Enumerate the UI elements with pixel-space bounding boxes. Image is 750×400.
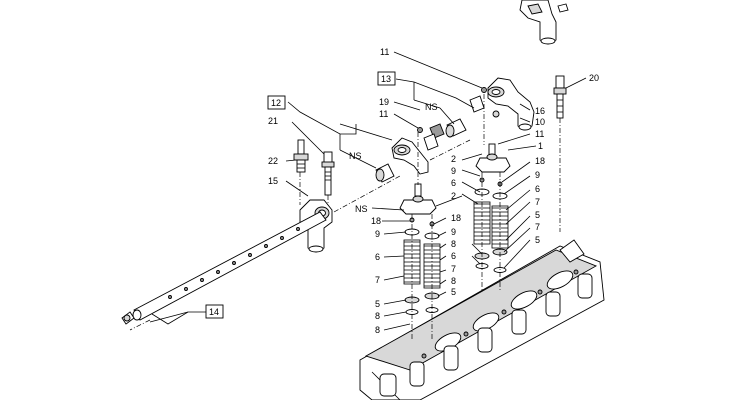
push-rod-20 bbox=[553, 75, 567, 119]
callout-20: 20 bbox=[589, 73, 599, 83]
callout-8-a: 8 bbox=[451, 239, 456, 249]
callout-16: 16 bbox=[535, 106, 545, 116]
callout-11-right: 11 bbox=[535, 129, 544, 139]
callout-6-right: 6 bbox=[535, 184, 540, 194]
callout-9-right: 9 bbox=[535, 170, 540, 180]
callout-7-right: 7 bbox=[535, 197, 540, 207]
callout-13: 13 bbox=[381, 74, 391, 84]
callout-box-14 bbox=[205, 304, 224, 319]
callout-ns-mid: NS bbox=[355, 204, 368, 214]
callout-6-mid: 6 bbox=[451, 251, 456, 261]
center-lines bbox=[129, 94, 561, 340]
rocker-arm-partial-top bbox=[519, 0, 569, 45]
callout-11-top: 11 bbox=[380, 47, 389, 57]
rocker-shaft bbox=[121, 211, 327, 325]
adjusting-screw-22 bbox=[293, 139, 309, 173]
callout-8-left: 8 bbox=[375, 311, 380, 321]
adjusting-screw-21 bbox=[321, 151, 335, 196]
callout-18-right: 18 bbox=[535, 156, 545, 166]
callout-2-a: 2 bbox=[451, 154, 456, 164]
callout-19: 19 bbox=[379, 97, 389, 107]
callout-2-b: 2 bbox=[451, 191, 456, 201]
callout-6-left: 6 bbox=[375, 252, 380, 262]
callout-9-mid: 9 bbox=[451, 227, 456, 237]
callout-8-left-2: 8 bbox=[375, 325, 380, 335]
callout-21: 21 bbox=[268, 116, 278, 126]
callout-box-13 bbox=[377, 71, 396, 86]
leader-lines bbox=[149, 51, 587, 331]
callout-9-left: 9 bbox=[375, 229, 380, 239]
callout-18-left: 18 bbox=[371, 216, 381, 226]
callout-11-mid: 11 bbox=[379, 109, 388, 119]
callout-ns-left: NS bbox=[349, 151, 362, 161]
valve-bridge-left bbox=[399, 183, 437, 215]
valve-springs-left bbox=[403, 217, 441, 315]
callout-6-a: 6 bbox=[451, 178, 456, 188]
callout-22: 22 bbox=[268, 156, 278, 166]
callout-7-mid: 7 bbox=[451, 264, 456, 274]
callout-5-left: 5 bbox=[375, 299, 380, 309]
callout-10: 10 bbox=[535, 117, 545, 127]
callout-5-mid: 5 bbox=[451, 287, 456, 297]
rocker-arm-right bbox=[469, 77, 535, 131]
valve-springs-right bbox=[473, 177, 509, 273]
callout-5-right-2: 5 bbox=[535, 235, 540, 245]
callout-8-b: 8 bbox=[451, 276, 456, 286]
callout-14: 14 bbox=[209, 307, 219, 317]
rocker-bushing-pair bbox=[429, 118, 467, 139]
callout-labels: 11 20 13 19 NS 11 16 10 11 12 21 NS 22 1… bbox=[209, 47, 599, 335]
callout-1: 1 bbox=[538, 141, 543, 151]
cylinder-head bbox=[359, 239, 605, 400]
callout-5-right: 5 bbox=[535, 210, 540, 220]
callout-ns-top: NS bbox=[425, 102, 438, 112]
rocker-arm-left bbox=[375, 127, 439, 183]
valve-bridge-right bbox=[475, 143, 511, 173]
callout-box-12 bbox=[267, 95, 286, 110]
callout-15: 15 bbox=[268, 176, 278, 186]
callout-18-mid: 18 bbox=[451, 213, 461, 223]
callout-7-right-2: 7 bbox=[535, 222, 540, 232]
callout-9-a: 9 bbox=[451, 166, 456, 176]
callout-7-left: 7 bbox=[375, 275, 380, 285]
callout-12: 12 bbox=[271, 98, 281, 108]
